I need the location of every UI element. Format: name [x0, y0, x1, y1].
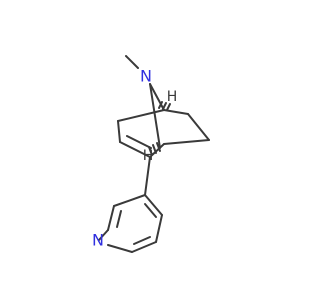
atom-label-nitrogen-pyridine: N — [92, 231, 104, 250]
bond-pyridine-inner-1 — [116, 210, 122, 228]
stereo-hash-upper-3 — [166, 103, 171, 111]
bond-pyridine-c2-c3 — [107, 205, 115, 231]
stereo-hash-lower-1 — [156, 142, 161, 152]
stereo-hash-upper-1 — [158, 101, 163, 109]
bond-c-right-top-c-right-bottom — [187, 113, 210, 141]
stereo-hash-lower-2 — [152, 144, 157, 154]
bond-n-c-upper-right — [149, 83, 165, 111]
bond-methyl-n — [125, 55, 139, 69]
bond-c-upper-right-c-right-top — [163, 109, 189, 115]
bond-n-c-lower-right — [149, 83, 161, 149]
atom-label-h-upper: H — [167, 89, 178, 105]
bond-c-left-mid-c-vinyl — [119, 141, 151, 158]
bond-pyridine-inner-3 — [144, 203, 157, 218]
stereo-hash-lower-3 — [148, 146, 153, 156]
bond-pyridine-c5-c6 — [155, 214, 163, 243]
molecule-svg: N N H H — [92, 55, 210, 253]
bond-c-left-top-c-left-mid — [117, 120, 121, 143]
bond-c-upper-right-c-left-top — [117, 109, 165, 122]
stereo-hash-upper-2 — [162, 102, 167, 110]
bond-c-left-mid-c-vinyl-double — [126, 135, 152, 149]
bond-pyridine-n-c4 — [107, 244, 133, 253]
atom-label-nitrogen-bridge: N — [140, 67, 152, 86]
bond-pyridine-inner-2 — [133, 236, 151, 245]
bond-c-right-bottom-c-lower-right — [163, 139, 210, 145]
atom-label-h-lower: H — [143, 148, 154, 164]
bond-pyridine-c6-c1 — [144, 194, 163, 216]
molecule-structure-diagram: N N H H — [92, 55, 210, 253]
bond-vinyl-pyridine — [144, 156, 151, 196]
bond-pyridine-c3-n — [98, 229, 109, 241]
bond-pyridine-c4-c5 — [131, 241, 157, 253]
bond-pyridine-c1-c2 — [113, 194, 146, 207]
